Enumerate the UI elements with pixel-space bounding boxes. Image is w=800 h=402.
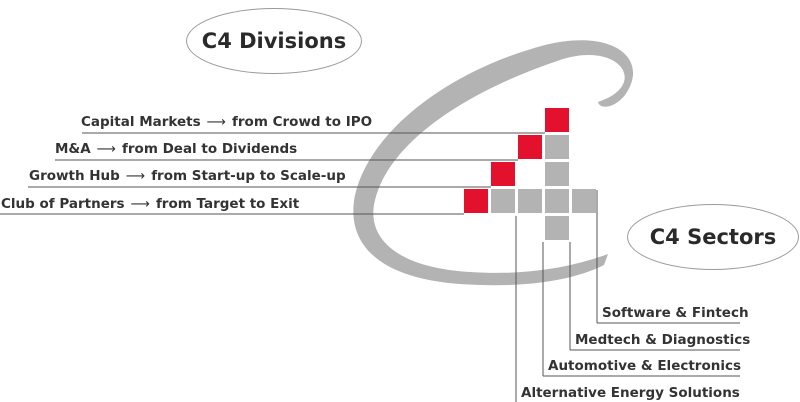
division-square-ma [518,135,542,159]
matrix-grid [464,108,596,240]
sector-label-medtech-diagnostics: Medtech & Diagnostics [575,332,751,348]
grid-square [518,189,542,213]
grid-square [572,189,596,213]
division-tagline: from Deal to Dividends [122,141,298,157]
division-name: Capital Markets [81,114,201,130]
grid-square [491,189,515,213]
right-arrow-icon: ⟶ [206,114,227,130]
sector-label-software-fintech: Software & Fintech [602,305,749,321]
divisions-title: C4 Divisions [201,29,347,53]
division-label-growth-hub: Growth Hub ⟶ from Start-up to Scale-up [29,168,346,184]
division-name: M&A [55,141,91,157]
grid-square [545,216,569,240]
right-arrow-icon: ⟶ [125,168,146,184]
division-label-ma: M&A ⟶ from Deal to Dividends [55,141,297,157]
division-label-club-of-partners: Club of Partners ⟶ from Target to Exit [1,196,299,212]
sectors-title: C4 Sectors [649,225,777,249]
division-tagline: from Crowd to IPO [232,114,373,130]
division-tagline: from Start-up to Scale-up [151,168,346,184]
division-square-growth-hub [491,162,515,186]
division-tagline: from Target to Exit [155,196,300,212]
grid-square [545,189,569,213]
sector-label-automotive-electronics: Automotive & Electronics [548,358,742,374]
sector-label-alternative-energy: Alternative Energy Solutions [521,385,740,401]
division-name: Growth Hub [29,168,120,184]
divisions-title-bubble: C4 Divisions [186,8,362,74]
division-square-club-of-partners [464,189,488,213]
grid-square [545,135,569,159]
c-swoosh-shape [353,40,634,286]
division-square-capital-markets [545,108,569,132]
division-name: Club of Partners [1,196,125,212]
sectors-title-bubble: C4 Sectors [627,204,799,270]
right-arrow-icon: ⟶ [96,141,117,157]
grid-square [545,162,569,186]
right-arrow-icon: ⟶ [130,196,150,212]
division-label-capital-markets: Capital Markets ⟶ from Crowd to IPO [81,114,372,130]
